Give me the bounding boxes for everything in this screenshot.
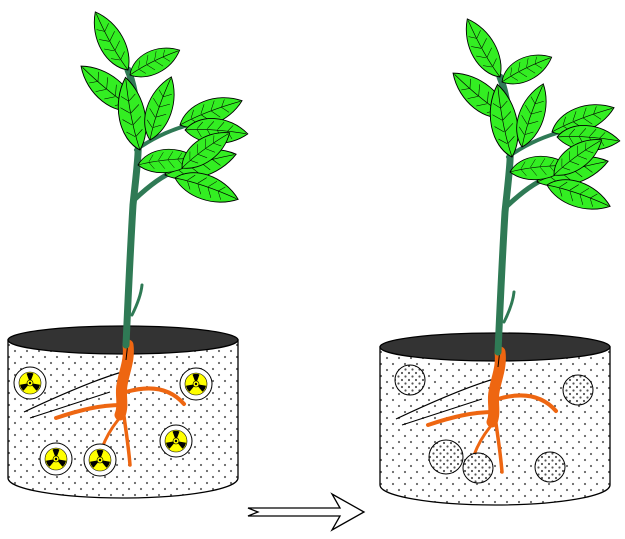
dotted-particle-icon: [429, 440, 463, 474]
radiation-symbol-icon: [160, 425, 192, 457]
dotted-particle-icon: [563, 375, 593, 405]
panel-before: [8, 6, 249, 498]
plant-after: [445, 13, 621, 352]
panel-after: [380, 13, 621, 505]
plant-before: [73, 6, 249, 345]
radiation-symbol-icon: [14, 367, 46, 399]
radiation-symbol-icon: [180, 368, 212, 400]
dotted-particle-icon: [395, 365, 425, 395]
radiation-symbol-icon: [84, 444, 116, 476]
right-arrow-icon: [248, 494, 364, 530]
dotted-particle-icon: [535, 452, 565, 482]
dotted-particle-icon: [463, 453, 493, 483]
radiation-symbol-icon: [40, 443, 72, 475]
